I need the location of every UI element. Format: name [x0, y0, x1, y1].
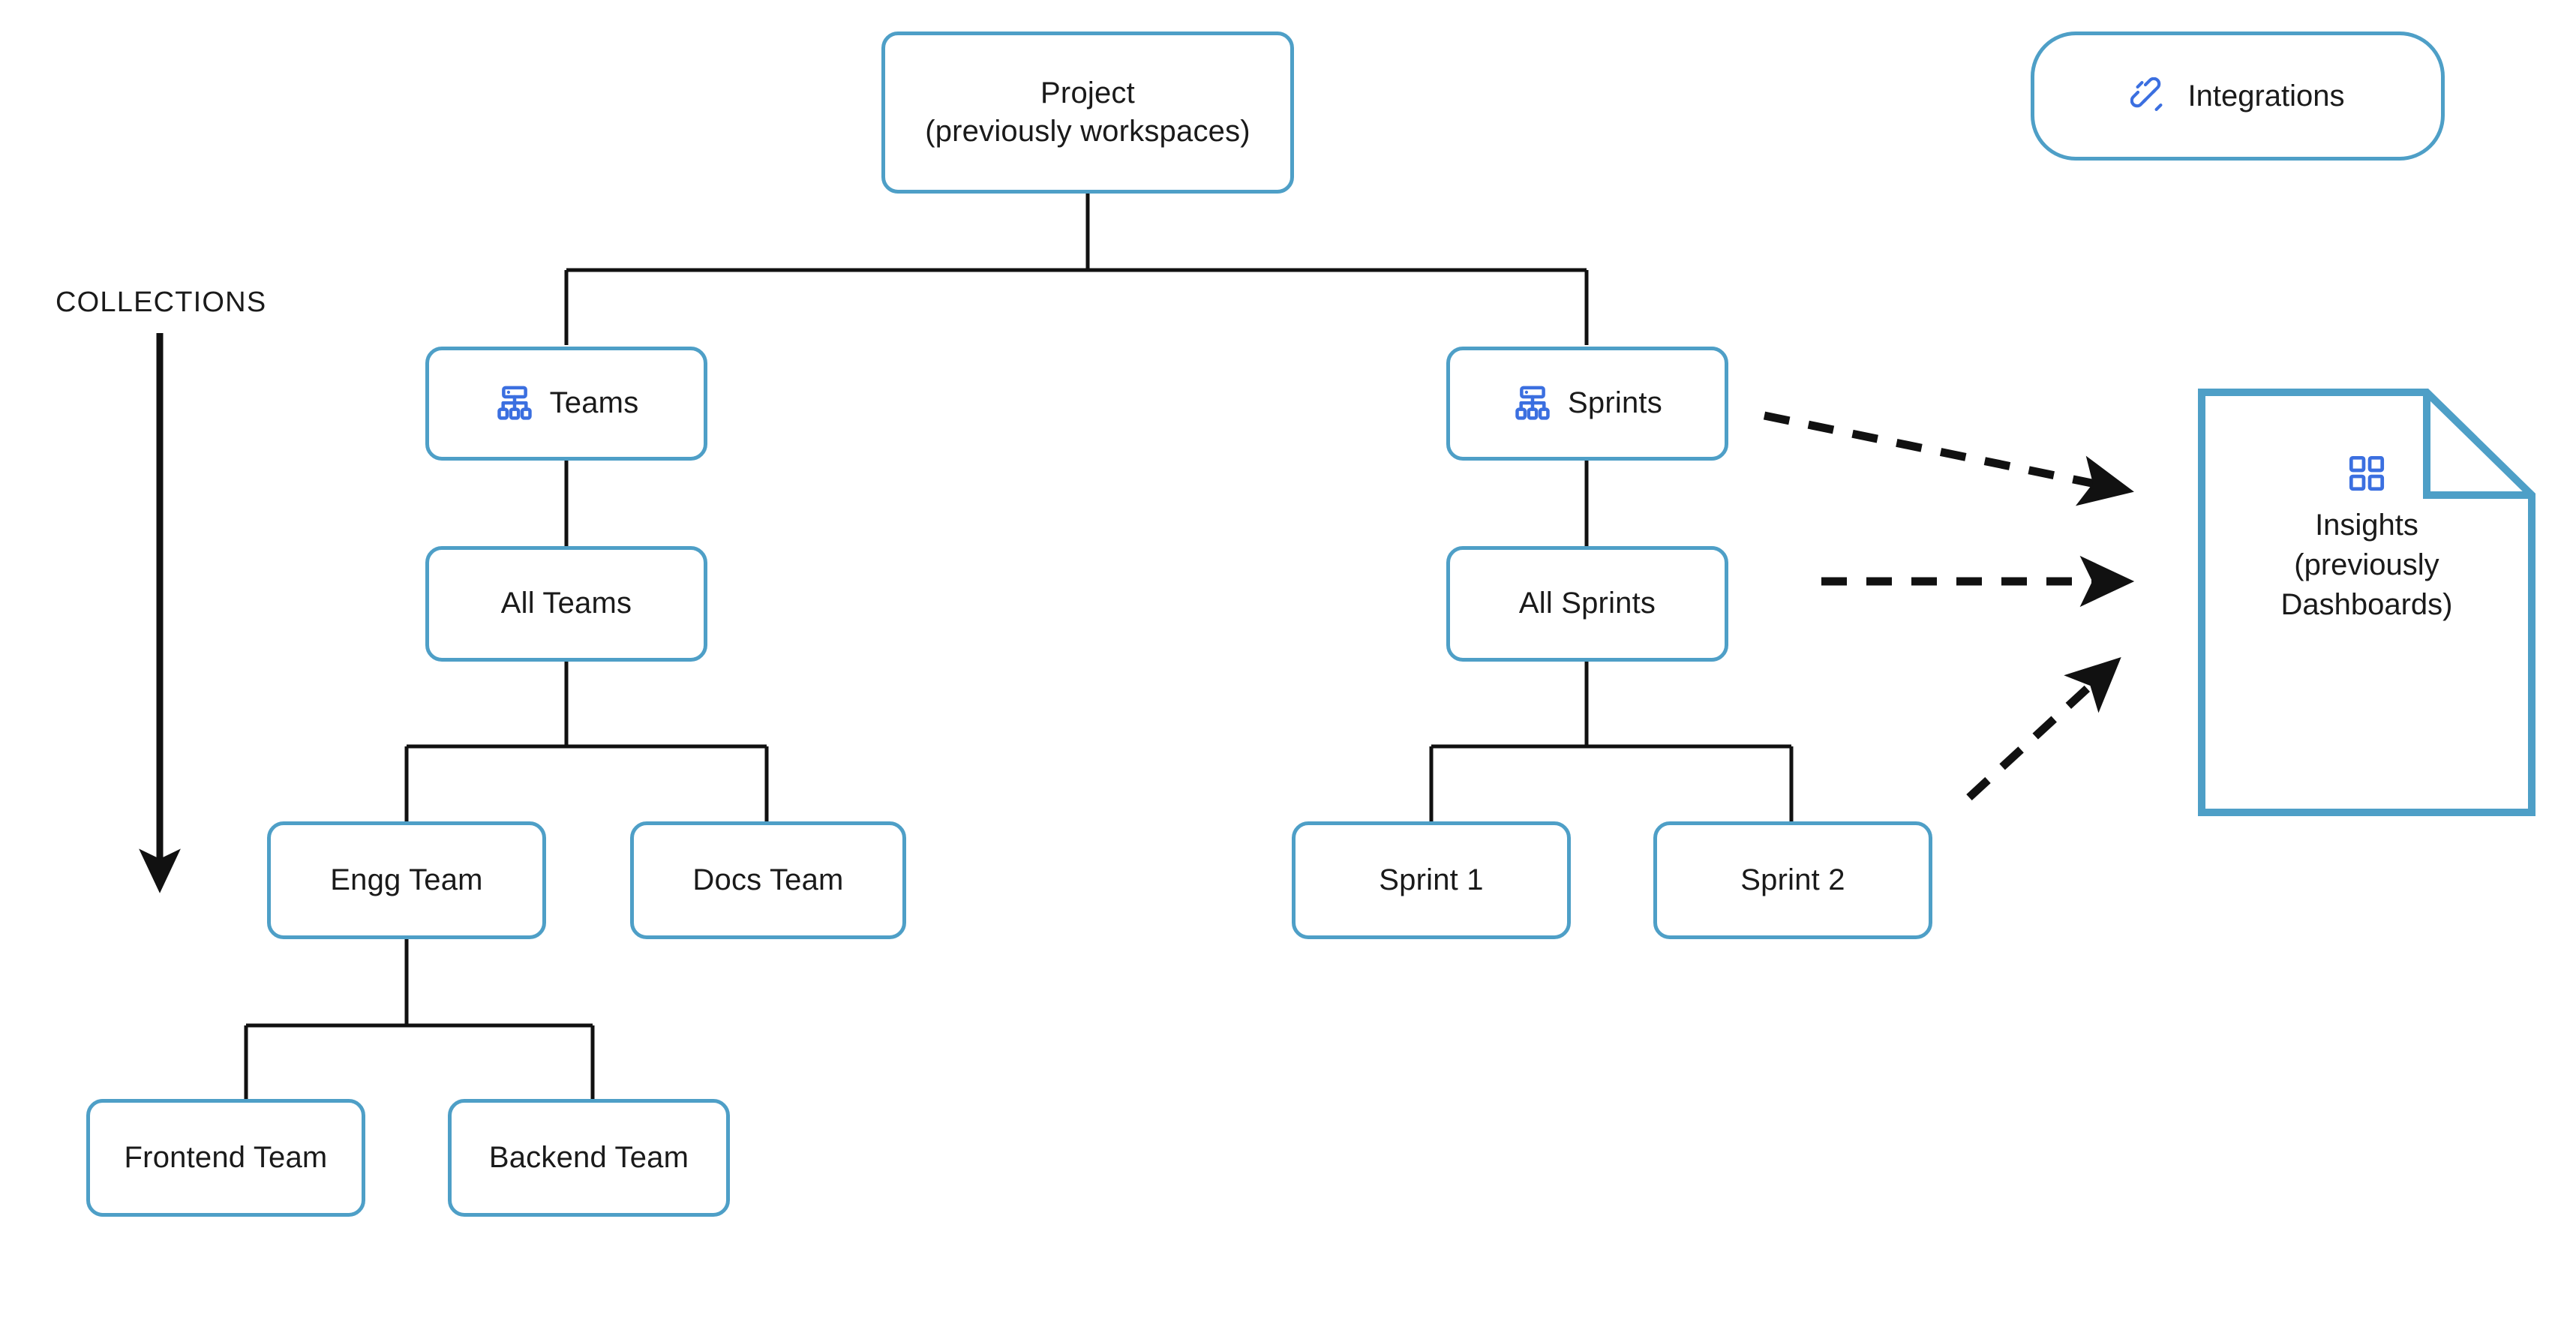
- node-teams-label: Teams: [549, 386, 639, 420]
- hierarchy-icon: [1512, 383, 1553, 424]
- node-sprint-1[interactable]: Sprint 1: [1292, 821, 1571, 939]
- node-engg-team-label: Engg Team: [330, 863, 483, 896]
- node-docs-team[interactable]: Docs Team: [630, 821, 906, 939]
- node-insights-label: Insights (previously Dashboards): [2280, 509, 2453, 621]
- node-backend-team[interactable]: Backend Team: [448, 1099, 730, 1217]
- document-shape-icon: [2198, 389, 2535, 816]
- plug-link-icon: [2130, 77, 2168, 115]
- node-sprint-2[interactable]: Sprint 2: [1653, 821, 1932, 939]
- node-all-sprints-label: All Sprints: [1518, 587, 1656, 620]
- node-frontend-team-label: Frontend Team: [124, 1140, 328, 1174]
- node-sprints-label: Sprints: [1568, 386, 1662, 420]
- node-integrations-label: Integrations: [2187, 79, 2345, 113]
- node-integrations[interactable]: Integrations: [2031, 32, 2445, 161]
- node-engg-team[interactable]: Engg Team: [267, 821, 546, 939]
- edge-sprint2-to-insights: [1966, 657, 2121, 801]
- node-backend-team-label: Backend Team: [488, 1140, 689, 1174]
- node-project[interactable]: Project (previously workspaces): [881, 32, 1294, 194]
- node-all-teams[interactable]: All Teams: [425, 546, 707, 662]
- node-project-label: Project (previously workspaces): [925, 76, 1250, 148]
- node-frontend-team[interactable]: Frontend Team: [86, 1099, 365, 1217]
- node-all-teams-label: All Teams: [500, 587, 632, 620]
- edge-sprints-to-insights: [1763, 411, 2134, 506]
- collections-caption: COLLECTIONS: [56, 287, 267, 318]
- node-teams[interactable]: Teams: [425, 347, 707, 461]
- node-insights[interactable]: Insights (previously Dashboards): [2198, 389, 2535, 816]
- node-sprint-1-label: Sprint 1: [1379, 863, 1484, 896]
- node-docs-team-label: Docs Team: [692, 863, 844, 896]
- hierarchy-icon: [494, 383, 535, 424]
- grid-dashboard-icon: [2346, 453, 2387, 494]
- node-all-sprints[interactable]: All Sprints: [1446, 546, 1728, 662]
- node-sprint-2-label: Sprint 2: [1740, 863, 1845, 896]
- node-sprints[interactable]: Sprints: [1446, 347, 1728, 461]
